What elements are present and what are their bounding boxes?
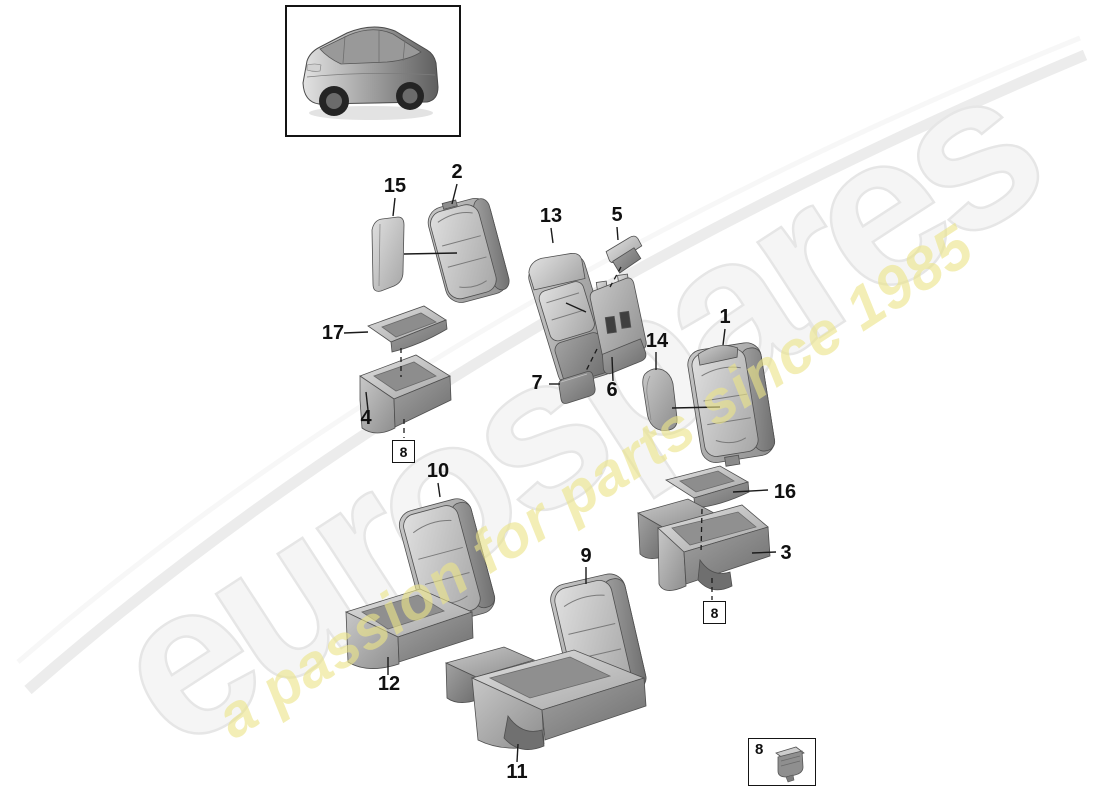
- part-16-seat-tray: [665, 465, 750, 509]
- fastener-clip-illustration: [775, 746, 805, 783]
- part-5-bracket: [605, 235, 643, 274]
- callout-3[interactable]: 3: [780, 542, 792, 564]
- callout-5[interactable]: 5: [611, 204, 623, 226]
- callout-14[interactable]: 14: [645, 330, 669, 352]
- callout-17[interactable]: 17: [321, 322, 345, 344]
- callout-15[interactable]: 15: [383, 175, 407, 197]
- part-12-seat-cushion: [344, 588, 474, 669]
- part-2-backrest-cover: [427, 198, 510, 303]
- part-3-seat-cushion-assembly: [636, 498, 771, 591]
- part-14-bolster-panel: [642, 368, 678, 431]
- fastener-ref-box-left[interactable]: 8: [392, 440, 415, 463]
- part-15-side-panel: [371, 216, 405, 292]
- fastener-ref-label: 8: [710, 604, 719, 621]
- callout-6[interactable]: 6: [606, 379, 618, 401]
- part-17-seat-tray: [367, 305, 448, 353]
- part-4-seat-cushion: [359, 354, 452, 434]
- fastener-ref-box-right[interactable]: 8: [703, 601, 726, 624]
- part-11-bench-cushion: [444, 646, 647, 750]
- leader-lines: [343, 183, 777, 763]
- callout-12[interactable]: 12: [377, 673, 401, 695]
- fastener-legend-label: 8: [755, 741, 764, 758]
- fastener-ref-label: 8: [399, 443, 408, 460]
- callout-13[interactable]: 13: [539, 205, 563, 227]
- part-7-cover-cap: [558, 371, 596, 404]
- callout-7[interactable]: 7: [531, 372, 543, 394]
- callout-16[interactable]: 16: [773, 481, 797, 503]
- callout-11[interactable]: 11: [506, 761, 528, 783]
- callout-1[interactable]: 1: [719, 306, 731, 328]
- part-1-backrest: [687, 342, 776, 467]
- callout-2[interactable]: 2: [451, 161, 463, 183]
- part-6-latch-mechanism: [589, 273, 647, 375]
- vehicle-thumbnail-box[interactable]: [285, 5, 461, 137]
- fastener-legend-box[interactable]: 8: [748, 738, 816, 786]
- vehicle-thumbnail-cayenne: [302, 26, 439, 120]
- callout-10[interactable]: 10: [426, 460, 450, 482]
- callout-9[interactable]: 9: [580, 545, 592, 567]
- leader-lines-dashed: [400, 266, 713, 600]
- callout-4[interactable]: 4: [360, 407, 372, 429]
